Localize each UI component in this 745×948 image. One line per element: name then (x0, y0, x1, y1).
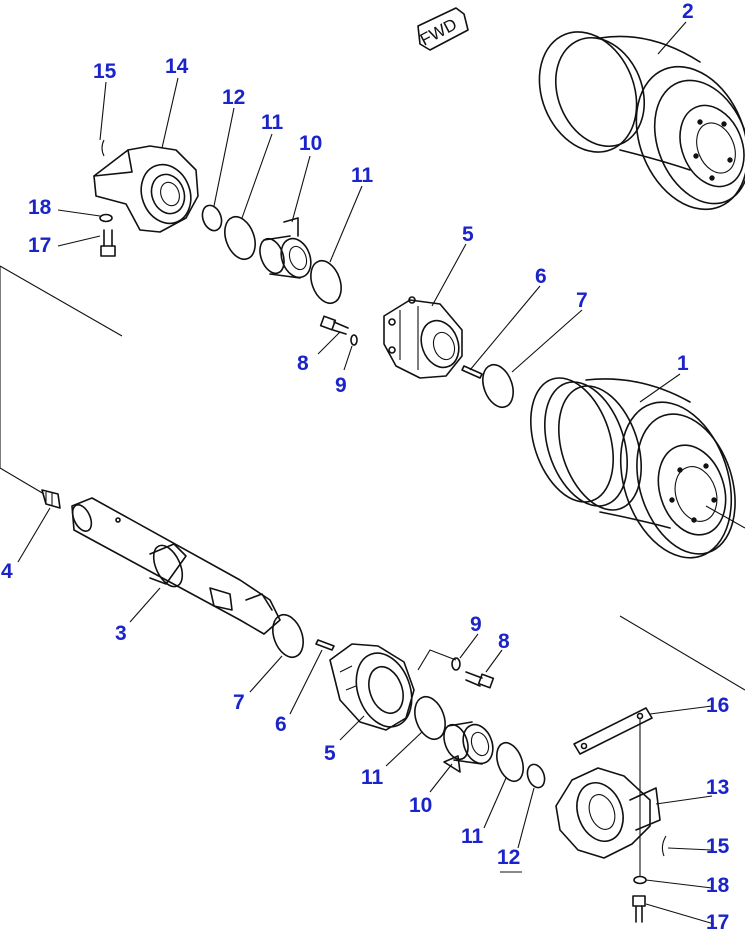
pin-6-top (461, 365, 483, 379)
o-ring-7-top (482, 363, 514, 409)
guard-plate (573, 707, 653, 755)
callout-4: 4 (1, 560, 13, 583)
roller-housing-bottom (329, 643, 415, 731)
bolt-8-bottom (465, 671, 495, 689)
callout-14: 14 (165, 55, 189, 78)
callout-15-top: 15 (93, 60, 117, 83)
axis-reference-line (0, 265, 123, 495)
callout-17-top: 17 (28, 234, 51, 257)
callout-18-top: 18 (28, 196, 52, 219)
pin-6-bottom (315, 639, 335, 651)
leader-zigzag-bottom (417, 649, 457, 671)
callout-5-top: 5 (462, 223, 474, 246)
roller-housing-top (383, 296, 463, 379)
bolt-bottom (632, 895, 646, 923)
callout-labels: 2 15 14 12 11 10 11 18 17 5 6 7 8 9 1 4 … (1, 0, 730, 934)
callout-8-bottom: 8 (498, 630, 510, 653)
washer-bottom (633, 875, 647, 885)
callout-15-bottom: 15 (706, 835, 730, 858)
callout-11-top-a: 11 (261, 111, 284, 134)
callout-18-bottom: 18 (706, 874, 730, 897)
callout-11-bottom-b: 11 (461, 825, 484, 848)
callout-11-bottom-a: 11 (361, 766, 384, 789)
o-ring-12-bottom (526, 763, 546, 789)
o-ring-12-top (201, 204, 223, 232)
leader-lines (17, 21, 715, 925)
fwd-direction-marker: FWD (417, 7, 469, 51)
callout-11-top-b: 11 (351, 164, 374, 187)
callout-12-bottom: 12 (497, 846, 520, 869)
bolt-top (100, 229, 116, 257)
o-ring-11-bottom-b (496, 741, 524, 783)
plug (41, 489, 61, 509)
callout-5-bottom: 5 (324, 742, 336, 765)
o-ring-11-top-b (310, 259, 342, 305)
washer-top (99, 213, 113, 223)
track-roller-top (538, 31, 745, 211)
callout-9-top: 9 (335, 374, 347, 397)
callout-12-top: 12 (222, 86, 245, 109)
floating-seal-top (259, 217, 312, 279)
callout-2: 2 (682, 0, 694, 23)
callout-9-bottom: 9 (470, 613, 482, 636)
o-ring-11-bottom-a (414, 695, 446, 741)
callout-16: 16 (706, 694, 729, 717)
bolt-8-top (319, 315, 349, 335)
collar-bracket-bottom (555, 767, 667, 859)
fwd-label: FWD (417, 15, 460, 50)
callout-8-top: 8 (297, 352, 309, 375)
callout-6-top: 6 (535, 265, 547, 288)
callout-17-bottom: 17 (706, 911, 729, 934)
track-roller-bottom (530, 377, 736, 559)
callout-7-bottom: 7 (233, 691, 245, 714)
washer-9-top (350, 334, 358, 346)
o-ring-7-bottom (272, 613, 304, 659)
floating-seal-bottom (443, 721, 494, 773)
washer-9-bottom (451, 657, 461, 671)
callout-1: 1 (677, 352, 689, 375)
o-ring-11-top-a (224, 215, 256, 261)
roller-shaft (71, 497, 281, 635)
callout-7-top: 7 (576, 289, 588, 312)
callout-10-bottom: 10 (409, 794, 432, 817)
callout-3: 3 (115, 622, 127, 645)
reference-lines (500, 505, 745, 876)
callout-10-top: 10 (299, 132, 322, 155)
collar-bracket-top (93, 139, 199, 233)
callout-6-bottom: 6 (275, 713, 287, 736)
callout-13: 13 (706, 776, 729, 799)
